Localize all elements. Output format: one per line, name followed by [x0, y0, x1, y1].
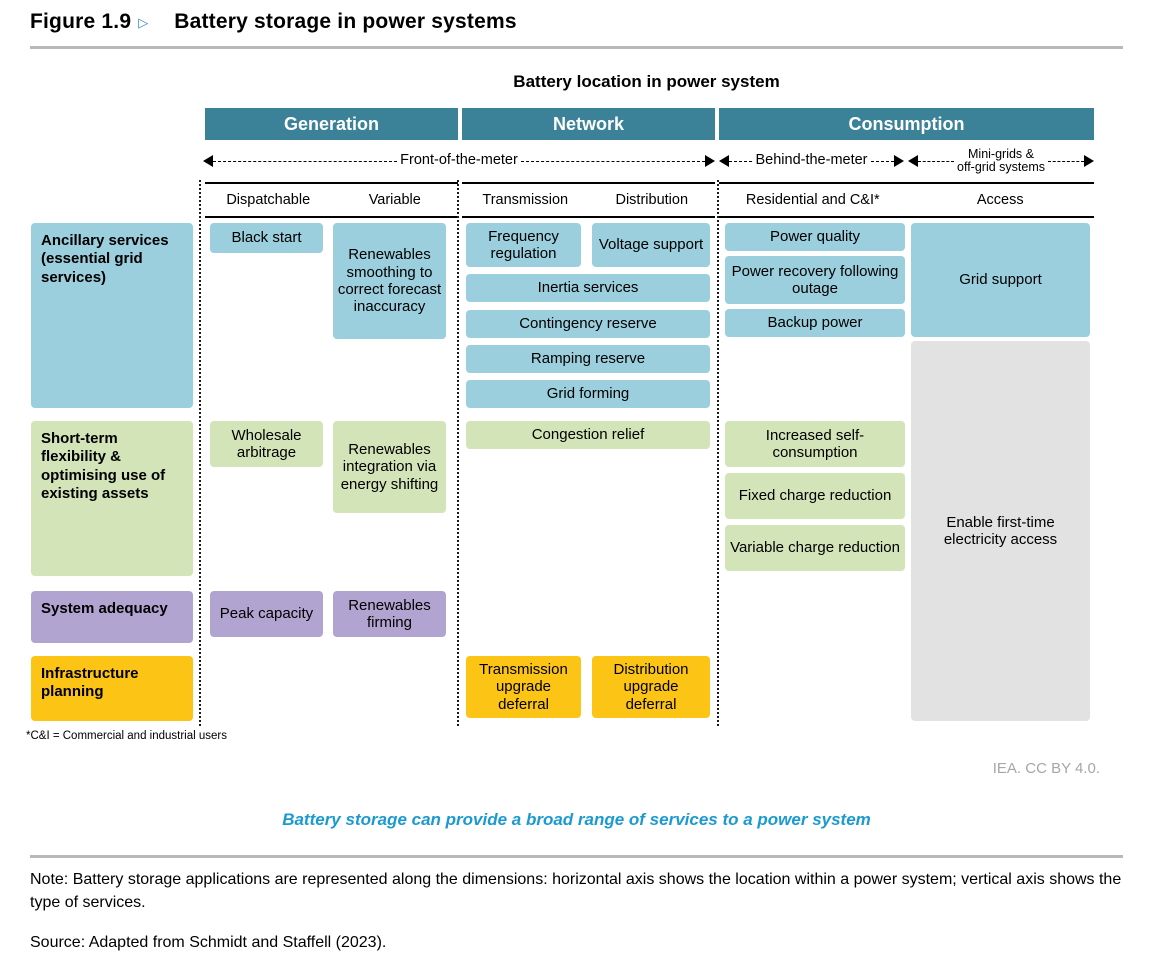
group-band-network: Network: [462, 108, 715, 140]
cell-renewables-integration: Renewables integration via energy shifti…: [333, 421, 446, 513]
cell-grid-forming: Grid forming: [466, 380, 710, 408]
arrow-right-head-icon: [894, 155, 904, 167]
arrow-right-head-icon: [1084, 155, 1094, 167]
group-band-consumption: Consumption: [719, 108, 1094, 140]
cell-frequency-regulation: Frequency regulation: [466, 223, 581, 267]
subheader-distribution: Distribution: [615, 192, 689, 208]
cell-enable-first-time-access: Enable first-time electricity access: [911, 341, 1090, 721]
column-divider-consumption: [717, 180, 719, 726]
row-label-system-adequacy: System adequacy: [31, 591, 193, 643]
subheader-network: Transmission Distribution: [462, 182, 715, 218]
footnote-ci: *C&I = Commercial and industrial users: [26, 730, 228, 742]
cell-wholesale-arbitrage: Wholesale arbitrage: [210, 421, 323, 467]
cell-inertia-services: Inertia services: [466, 274, 710, 302]
arrow-behind-the-meter: Behind-the-meter: [719, 148, 904, 174]
subheader-generation: Dispatchable Variable: [205, 182, 458, 218]
arrow-label-behind-the-meter: Behind-the-meter: [755, 152, 868, 169]
arrow-dash-line: [870, 160, 894, 162]
cell-distribution-upgrade-deferral: Distribution upgrade deferral: [592, 656, 710, 718]
arrow-mini-grids: Mini-grids &off-grid systems: [908, 146, 1094, 174]
figure-number: Figure 1.9: [30, 10, 132, 33]
title-divider: [30, 46, 1123, 49]
figure-note: Note: Battery storage applications are r…: [30, 871, 1122, 911]
cell-contingency-reserve: Contingency reserve: [466, 310, 710, 338]
arrow-right-head-icon: [705, 155, 715, 167]
arrow-label-front-of-the-meter: Front-of-the-meter: [400, 152, 518, 169]
cell-transmission-upgrade-deferral: Transmission upgrade deferral: [466, 656, 581, 718]
cell-congestion-relief: Congestion relief: [466, 421, 710, 449]
column-divider-network: [457, 180, 459, 726]
cell-black-start: Black start: [210, 223, 323, 253]
row-label-short-term-flexibility: Short-term flexibility & optimising use …: [31, 421, 193, 576]
cell-increased-self-consumption: Increased self-consumption: [725, 421, 905, 467]
row-label-ancillary-services: Ancillary services (essential grid servi…: [31, 223, 193, 408]
arrow-label-mini-grids-line1: Mini-grids &: [968, 146, 1034, 161]
arrow-left-head-icon: [908, 155, 918, 167]
figure-source: Source: Adapted from Schmidt and Staffel…: [30, 934, 387, 951]
cell-renewables-smoothing: Renewables smoothing to correct forecast…: [333, 223, 446, 339]
row-label-infrastructure-planning: Infrastructure planning: [31, 656, 193, 721]
arrow-label-mini-grids-line2: off-grid systems: [957, 160, 1045, 174]
arrow-dash-line: [520, 160, 705, 162]
arrow-dash-line: [918, 160, 954, 162]
subheader-residential-ci: Residential and C&I*: [745, 192, 880, 208]
arrow-left-head-icon: [203, 155, 213, 167]
bottom-divider: [30, 855, 1123, 858]
arrow-left-head-icon: [719, 155, 729, 167]
arrow-dash-line: [1048, 160, 1084, 162]
cell-peak-capacity: Peak capacity: [210, 591, 323, 637]
chart-heading: Battery location in power system: [513, 72, 780, 91]
arrow-dash-line: [729, 160, 753, 162]
subheader-transmission: Transmission: [482, 192, 569, 208]
cell-power-recovery: Power recovery following outage: [725, 256, 905, 304]
iea-credit: IEA. CC BY 4.0.: [992, 760, 1100, 777]
cell-renewables-firming: Renewables firming: [333, 591, 446, 637]
figure-title-row: Figure 1.9 ▷ Battery storage in power sy…: [30, 4, 1123, 40]
cell-backup-power: Backup power: [725, 309, 905, 337]
arrow-front-of-the-meter: Front-of-the-meter: [203, 148, 715, 174]
figure-caption: Battery storage can provide a broad rang…: [282, 810, 871, 829]
cell-power-quality: Power quality: [725, 223, 905, 251]
arrow-label-mini-grids: Mini-grids &off-grid systems: [954, 146, 1048, 174]
figure-title: Battery storage in power systems: [174, 10, 517, 33]
triangle-marker-icon: ▷: [138, 14, 149, 30]
column-divider-generation: [199, 180, 201, 726]
subheader-consumption: Residential and C&I* Access: [719, 182, 1094, 218]
arrow-dash-line: [213, 160, 398, 162]
subheader-variable: Variable: [368, 192, 421, 208]
cell-fixed-charge-reduction: Fixed charge reduction: [725, 473, 905, 519]
cell-voltage-support: Voltage support: [592, 223, 710, 267]
cell-variable-charge-reduction: Variable charge reduction: [725, 525, 905, 571]
group-band-generation: Generation: [205, 108, 458, 140]
cell-grid-support: Grid support: [911, 223, 1090, 337]
subheader-access: Access: [976, 192, 1024, 208]
subheader-dispatchable: Dispatchable: [226, 192, 311, 208]
cell-ramping-reserve: Ramping reserve: [466, 345, 710, 373]
